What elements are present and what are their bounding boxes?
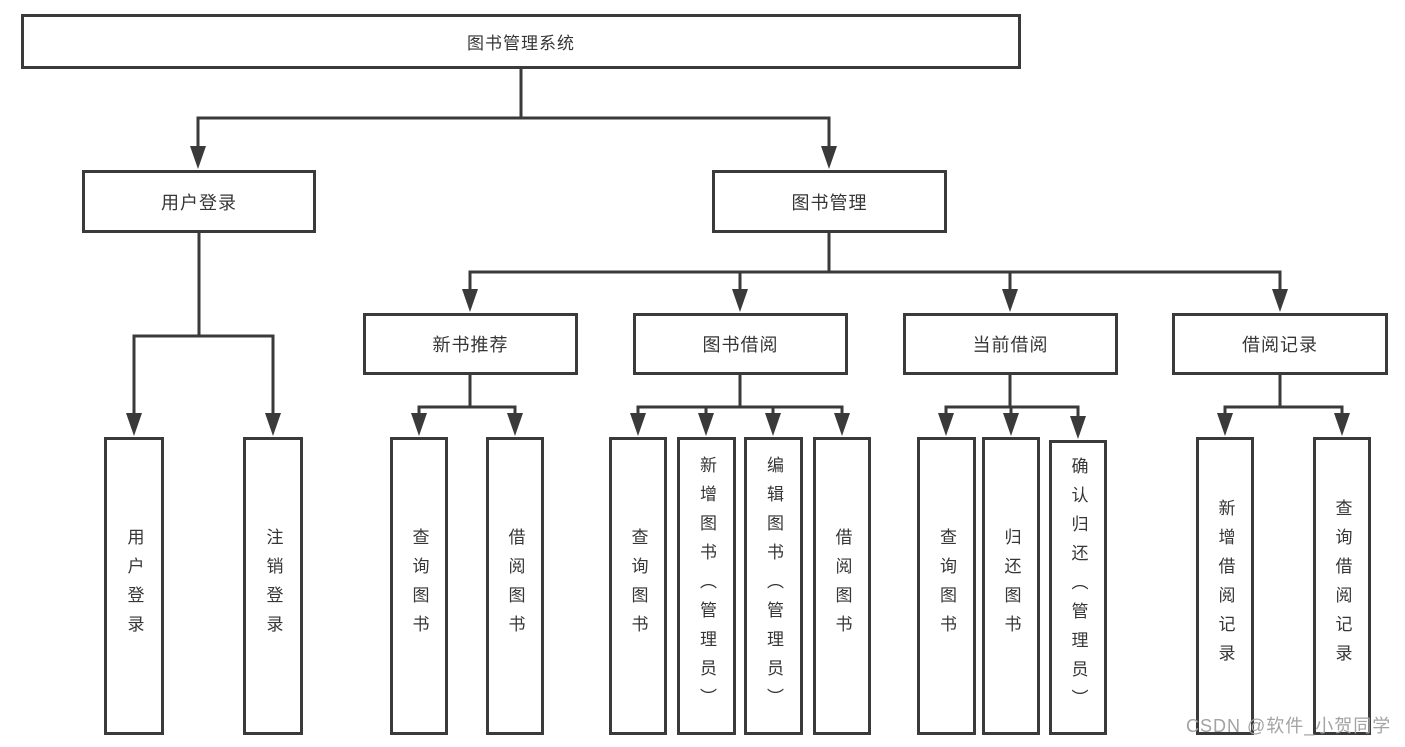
node-borrowing-records: 借阅记录	[1172, 313, 1388, 375]
node-user-login: 用户登录	[82, 170, 316, 233]
leaf-add-book-admin: 新增图书（管理员）	[677, 437, 736, 735]
leaf-user-login: 用户登录	[104, 437, 164, 735]
leaf-add-borrow-record: 新增借阅记录	[1196, 437, 1254, 735]
csdn-watermark: CSDN @软件_小贺同学	[1186, 716, 1392, 736]
leaf-borrow-books-recommend: 借阅图书	[486, 437, 544, 735]
node-book-management: 图书管理	[712, 170, 947, 233]
leaf-logout: 注销登录	[243, 437, 303, 735]
leaf-confirm-return-admin: 确认归还（管理员）	[1049, 440, 1107, 735]
leaf-query-borrow-record: 查询借阅记录	[1313, 437, 1371, 735]
leaf-borrow-books-borrowing: 借阅图书	[813, 437, 871, 735]
leaf-query-books-borrowing: 查询图书	[609, 437, 667, 735]
node-book-borrowing: 图书借阅	[633, 313, 848, 375]
node-library-management-system: 图书管理系统	[21, 14, 1021, 69]
leaf-edit-book-admin: 编辑图书（管理员）	[744, 437, 803, 735]
node-new-book-recommendation: 新书推荐	[363, 313, 578, 375]
node-current-borrowing: 当前借阅	[903, 313, 1118, 375]
leaf-return-book: 归还图书	[982, 437, 1040, 735]
leaf-query-books-current: 查询图书	[917, 437, 976, 735]
leaf-query-books-recommend: 查询图书	[390, 437, 448, 735]
